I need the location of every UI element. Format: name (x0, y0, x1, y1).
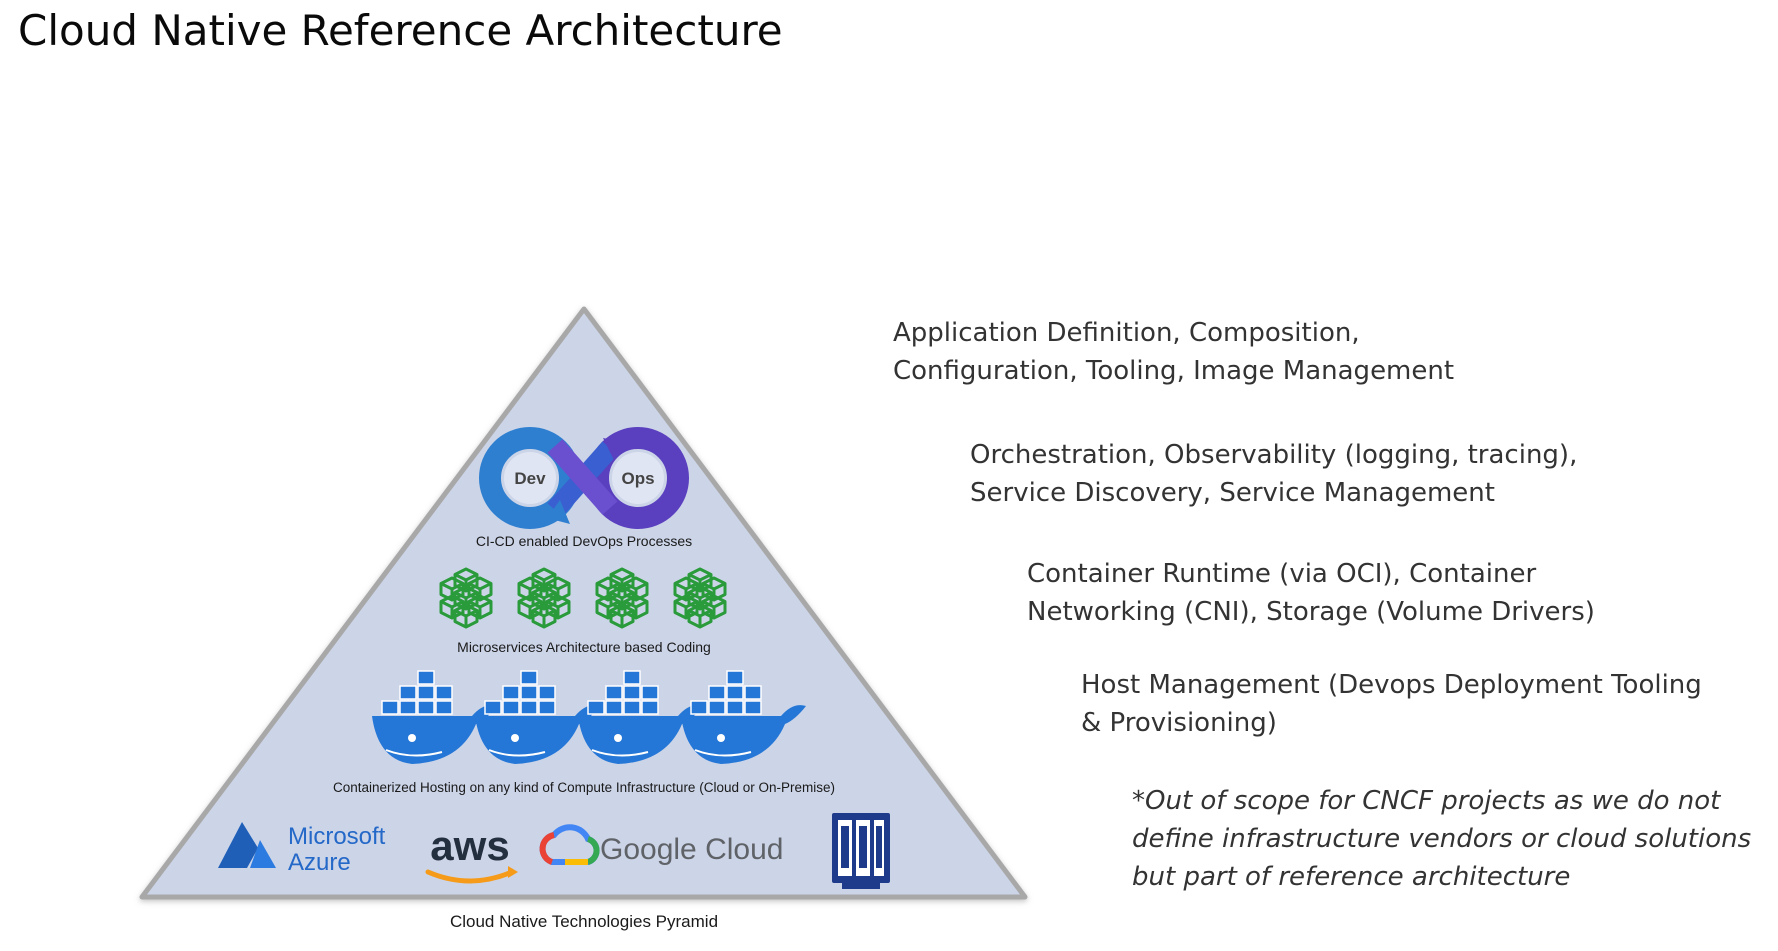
layer-line: Configuration, Tooling, Image Management (893, 356, 1455, 386)
devops-ops-label: Ops (621, 469, 654, 488)
layer-line: define infrastructure vendors or cloud s… (1132, 824, 1752, 854)
layer-orchestration: Orchestration, Observability (logging, t… (970, 436, 1577, 512)
layer-runtime: Container Runtime (via OCI), Container N… (1027, 555, 1595, 631)
aws-text: aws (430, 822, 509, 869)
pyramid-triangle (139, 306, 1028, 900)
pyramid-caption: Cloud Native Technologies Pyramid (450, 912, 718, 931)
google-cloud-text: Google Cloud (600, 833, 783, 866)
layer-line: Orchestration, Observability (logging, t… (970, 440, 1578, 470)
layer-line: Service Discovery, Service Management (970, 478, 1495, 508)
container-icon-group (372, 670, 806, 764)
azure-logo: Microsoft Azure (218, 822, 386, 876)
layer-line: & Provisioning) (1081, 708, 1277, 738)
microservice-cube-icon (517, 567, 571, 629)
out-of-scope-footnote: *Out of scope for CNCF projects as we do… (1132, 782, 1751, 896)
layer-line: Host Management (Devops Deployment Tooli… (1081, 670, 1702, 700)
layer-line: but part of reference architecture (1132, 862, 1571, 892)
docker-whale-icon (475, 670, 600, 764)
layer-line: *Out of scope for CNCF projects as we do… (1132, 786, 1721, 816)
microservice-cube-icon (673, 567, 727, 629)
docker-whale-icon (372, 670, 497, 764)
devops-caption: CI-CD enabled DevOps Processes (476, 533, 692, 549)
layer-application-definition: Application Definition, Composition, Con… (893, 314, 1454, 390)
azure-line2: Azure (288, 849, 351, 876)
layer-line: Networking (CNI), Storage (Volume Driver… (1027, 597, 1595, 627)
docker-whale-icon (578, 670, 703, 764)
google-cloud-logo: Google Cloud (539, 824, 783, 866)
layer-provisioning: Host Management (Devops Deployment Tooli… (1081, 666, 1702, 742)
layer-line: Container Runtime (via OCI), Container (1027, 559, 1537, 589)
microservice-cube-icon (595, 567, 649, 629)
azure-line1: Microsoft (288, 823, 386, 850)
devops-infinity-icon: Dev Ops (479, 427, 689, 529)
microservice-cube-icon (439, 567, 493, 629)
microservices-caption: Microservices Architecture based Coding (457, 639, 711, 655)
microservices-icon-group (439, 567, 727, 629)
aws-logo: aws (425, 822, 518, 884)
containers-caption: Containerized Hosting on any kind of Com… (333, 780, 835, 795)
page-title: Cloud Native Reference Architecture (18, 6, 783, 55)
devops-dev-label: Dev (514, 469, 546, 488)
layer-line: Application Definition, Composition, (893, 318, 1360, 348)
server-rack-icon (832, 813, 890, 889)
docker-whale-icon (681, 670, 806, 764)
